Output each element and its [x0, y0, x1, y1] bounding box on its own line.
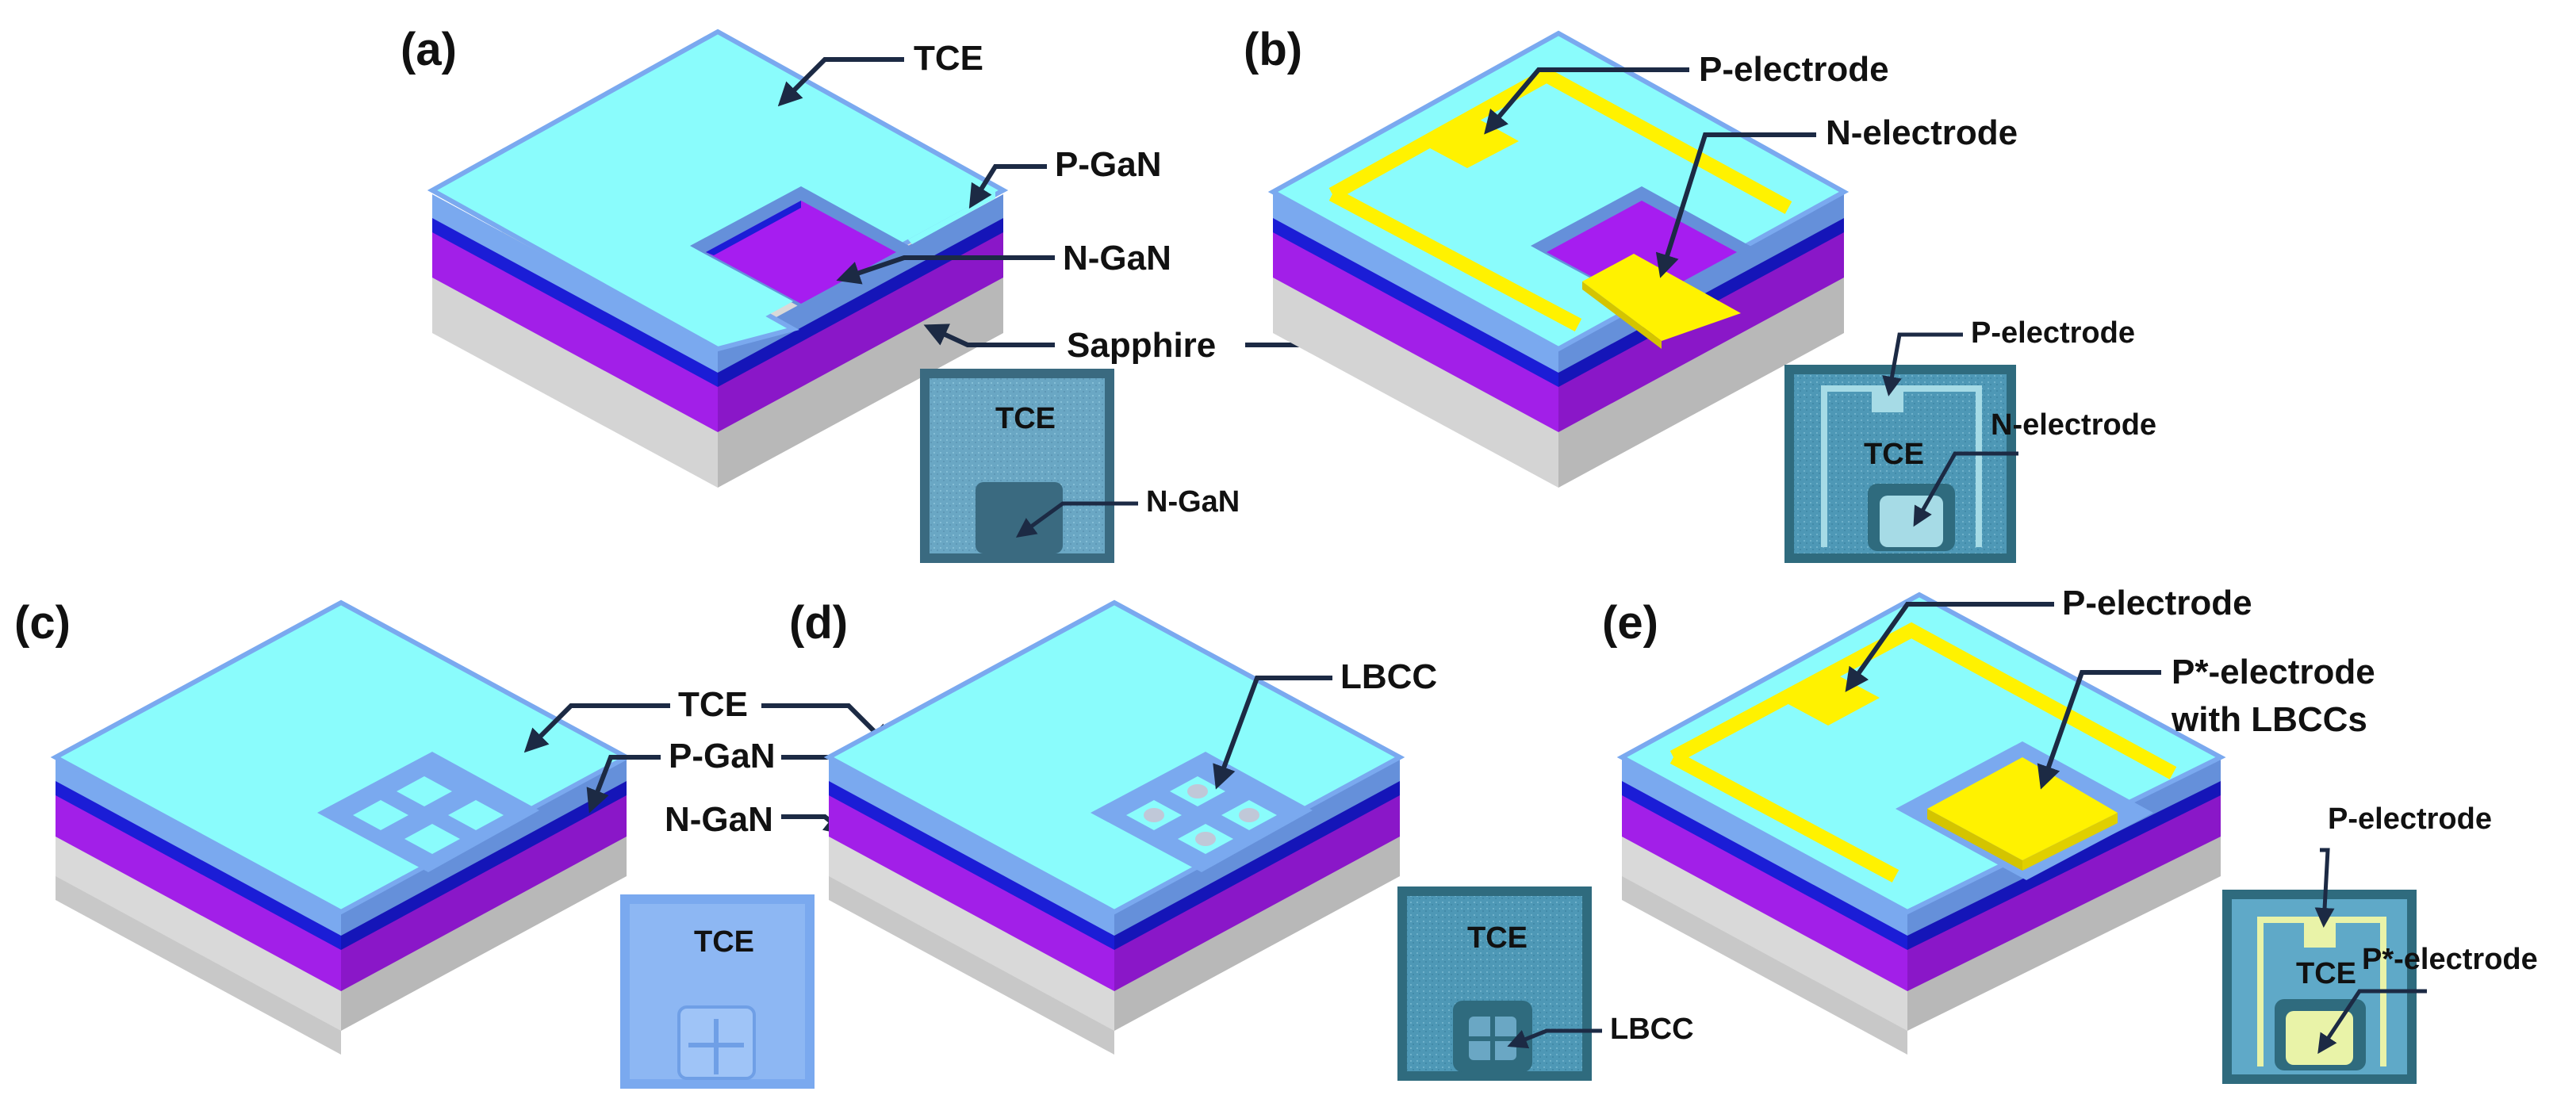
arrow-n-electrode-b — [1655, 132, 1816, 278]
lbcc-hole — [1144, 808, 1164, 822]
panel-d: (d) LBCC TCE LBCC — [789, 597, 1694, 1081]
inset-a-ngan: N-GaN — [1146, 485, 1240, 519]
arrow-p-electrode-b — [1484, 67, 1689, 135]
pgan-wall — [706, 201, 801, 255]
panel-e: (e) P-electrode P*-electrode with LBCCs … — [1602, 584, 2538, 1084]
label-lbcc-d: LBCC — [1340, 657, 1437, 696]
panel-b-label: (b) — [1244, 24, 1302, 75]
inset-d: TCE LBCC — [1397, 886, 1694, 1081]
mesh-window-d — [1091, 752, 1313, 872]
inset-b-n-electrode: N-electrode — [1991, 408, 2156, 442]
inset-a-arrow — [1015, 501, 1138, 538]
label-ngan: N-GaN — [1063, 239, 1171, 278]
arrow-pgan-c — [586, 755, 661, 814]
inset-e-pstar: P*-electrode — [2362, 943, 2538, 976]
p-electrode-trace — [1328, 67, 1792, 214]
panel-e-label: (e) — [1602, 597, 1658, 649]
label-pgan: P-GaN — [1055, 145, 1161, 184]
inset-e-tce: TCE — [2296, 957, 2356, 990]
label-pstar-line2: with LBCCs — [2171, 700, 2367, 739]
inset-c: TCE — [620, 894, 815, 1089]
arrow-tce — [777, 57, 904, 107]
inset-b-tce: TCE — [1864, 438, 1924, 471]
inset-b: TCE P-electrode N-electrode — [1784, 316, 2156, 563]
label-n-electrode-b: N-electrode — [1826, 113, 2018, 152]
inset-d-tce: TCE — [1467, 921, 1528, 955]
inset-b-p-arrow — [1882, 332, 1963, 396]
panel-b: (b) P-electrode N-electrode TCE P-electr… — [1244, 24, 2156, 563]
lbcc-hole — [1239, 808, 1259, 822]
inset-b-n-arrow — [1913, 451, 2018, 527]
ngan-blue-left — [432, 214, 718, 387]
inset-e-p-electrode: P-electrode — [2328, 802, 2492, 836]
label-tce-cd: TCE — [678, 685, 748, 724]
label-pgan-cd: P-GaN — [669, 737, 775, 775]
label-tce: TCE — [914, 39, 983, 78]
arrow-pgan — [968, 164, 1047, 209]
p-electrode-trace-e — [1669, 622, 2177, 779]
label-pstar-line1: P*-electrode — [2172, 653, 2375, 691]
inset-a-tce: TCE — [995, 402, 1056, 435]
inset-e: TCE P-electrode P*-electrode — [2222, 802, 2538, 1084]
ngan-purple-right — [718, 226, 1003, 432]
arrow-p-electrode-e — [1845, 602, 2054, 692]
label-p-electrode-b: P-electrode — [1699, 50, 1889, 89]
inset-c-tce: TCE — [694, 925, 754, 959]
tce-L-shape — [440, 38, 995, 343]
inset-a: TCE N-GaN — [920, 369, 1240, 563]
arrow-tce-c — [523, 703, 670, 753]
inset-b-p-electrode: P-electrode — [1971, 316, 2135, 350]
inset-e-p-arrow — [2314, 848, 2335, 928]
arrow-lbcc-d — [1213, 676, 1332, 790]
lbcc-hole — [1195, 832, 1216, 846]
lbcc-hole — [1187, 784, 1208, 798]
label-p-electrode-e: P-electrode — [2062, 584, 2252, 622]
panel-c-label: (c) — [14, 597, 71, 649]
panel-d-label: (d) — [789, 597, 848, 649]
arrow-sapphire-a — [923, 324, 1055, 347]
ngan-purple-left — [432, 226, 718, 432]
inset-d-lbcc: LBCC — [1610, 1013, 1694, 1046]
arrow-pstar-e — [2037, 670, 2161, 790]
panel-c: (c) TCE — [14, 597, 815, 1089]
n-electrode-pad — [1582, 254, 1741, 341]
pgan-left — [432, 194, 718, 373]
inset-e-pstar-arrow — [2317, 989, 2427, 1055]
panel-a: (a) TCE P-GaN N-GaN Sapphire TCE N-GaN — [401, 24, 1353, 563]
arrow-ngan-a — [836, 255, 1055, 285]
sapphire-layer-left — [432, 270, 718, 488]
mesh-window-c — [317, 752, 539, 872]
tce-layer-e — [1616, 592, 2226, 915]
panel-a-label: (a) — [401, 24, 457, 75]
inset-d-arrow — [1507, 1028, 1602, 1049]
label-sapphire: Sapphire — [1067, 326, 1216, 365]
shared-labels-cd: TCE P-GaN N-GaN — [523, 685, 892, 839]
label-ngan-cd: N-GaN — [665, 800, 773, 839]
